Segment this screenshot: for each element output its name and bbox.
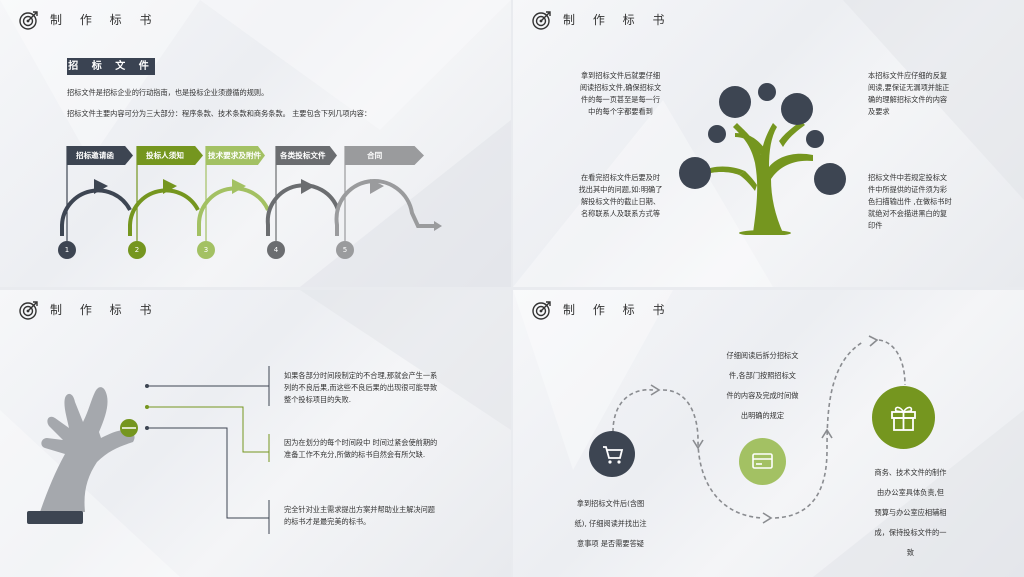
slide-panel-3[interactable]: 制 作 标 书 如果各部分时间段制定的不合理,那就会产生一系列的不良后果,而这些…: [0, 290, 511, 577]
intro-line-1: 招标文件是招标企业的行动指南，也是投标企业须遵循的规则。: [67, 88, 269, 97]
slide-title: 制 作 标 书: [50, 13, 159, 27]
tree-illustration: [679, 83, 846, 235]
step-4-label[interactable]: 各类投标文件: [276, 146, 337, 165]
hand-holding-pill-illustration: [27, 387, 138, 524]
card-icon: [739, 438, 786, 485]
step-3-label[interactable]: 技术要求及附件: [206, 146, 265, 165]
process-flow: [60, 146, 442, 241]
slide-panel-4[interactable]: 制 作 标 书 拿到招标文件后(含图纸), 仔细阅读并找出注意事项 是否需要答疑…: [513, 290, 1024, 577]
connector-lines: [145, 366, 270, 534]
step-5-number: 5: [336, 241, 354, 259]
step-1-label[interactable]: 招标邀请函: [67, 146, 133, 165]
text-bottom-left: 在看完招标文件后要及时找出其中的问题,如:明确了解投标文件的截止日期、名称联系人…: [578, 173, 663, 218]
target-icon: [19, 11, 38, 30]
slide-panel-1[interactable]: 制 作 标 书 招 标 文 件 招标文件是招标企业的行动指南，也是投标企业须遵循…: [0, 0, 511, 287]
section-tag: 招 标 文 件: [67, 58, 155, 75]
text-bottom-right: 招标文件中若规定投标文件中所提供的证件须为彩色扫描输出件 ,在做标书时就绝对不会…: [868, 173, 952, 230]
step-1-number: 1: [58, 241, 76, 259]
cart-icon: [589, 431, 635, 477]
text-top-right: 本招标文件应仔细的反复阅读,要保证无漏项并能正确的理解招标文件的内容及要求: [868, 71, 950, 116]
step-5-label[interactable]: 合同: [345, 146, 424, 165]
step-3-number: 3: [197, 241, 215, 259]
text-top-left: 拿到招标文件后就要仔细阅读招标文件,确保招标文件的每一页甚至是每一行中的每个字都…: [579, 71, 662, 116]
slide-title: 制 作 标 书: [50, 303, 159, 317]
paragraph-1: 如果各部分时间段制定的不合理,那就会产生一系列的不良后果,而这些不良后果的出现很…: [284, 371, 438, 404]
slide-panel-2[interactable]: 制 作 标 书 拿到招标文件后就要仔细阅读招标文件,确保招标文件的每一页甚至是每…: [513, 0, 1024, 287]
slide-title: 制 作 标 书: [563, 303, 672, 317]
target-icon: [532, 301, 551, 320]
dashed-path: [612, 335, 906, 524]
paragraph-2: 因为在划分的每个时间段中 时间过紧会使前期的准备工作不充分,所做的标书自然会有所…: [284, 438, 438, 459]
target-icon: [532, 11, 551, 30]
text-right: 商务、技术文件的制作由办公室具体负责,但预算与办公室应相辅相成，保持投标文件的一…: [874, 468, 947, 557]
step-2-number: 2: [128, 241, 146, 259]
gift-icon: [872, 386, 935, 449]
step-2-label[interactable]: 投标人须知: [137, 146, 203, 165]
text-left: 拿到招标文件后(含图纸), 仔细阅读并找出注意事项 是否需要答疑: [574, 499, 647, 548]
step-4-number: 4: [267, 241, 285, 259]
text-middle: 仔细阅读后拆分招标文件,各部门按照招标文件的内容及完成时间做出明确的规定: [726, 351, 799, 420]
paragraph-3: 完全针对业主需求提出方案并帮助业主解决问题的标书才是最完美的标书。: [284, 505, 435, 526]
intro-line-2: 招标文件主要内容可分为三大部分：程序条款、技术条款和商务条款。 主要包含下列几项…: [67, 109, 372, 118]
slide-title: 制 作 标 书: [563, 13, 672, 27]
target-icon: [19, 301, 38, 320]
